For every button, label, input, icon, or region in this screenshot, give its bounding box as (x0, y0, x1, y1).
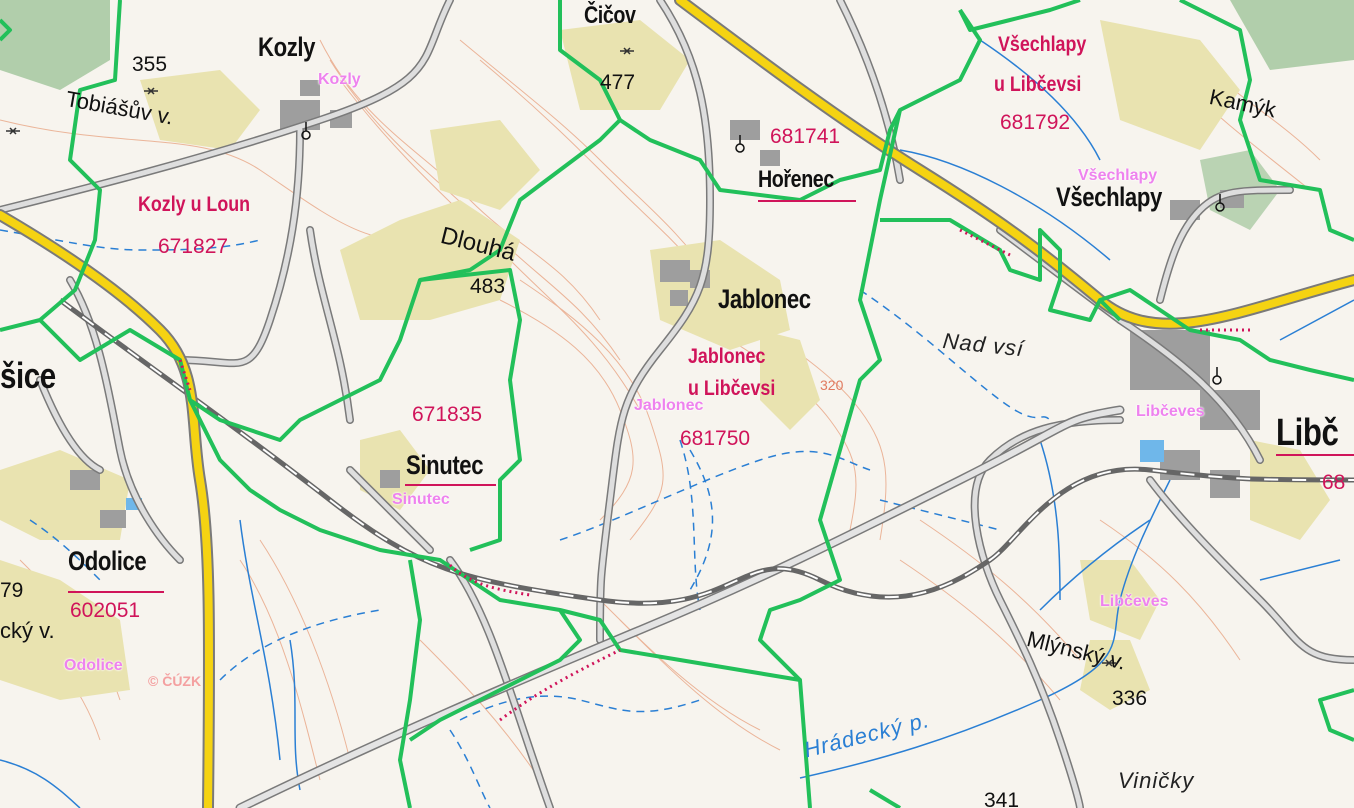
contour-elevation-label: 320 (820, 377, 844, 393)
settlement-label-vsechlapy: Všechlapy (1056, 182, 1162, 212)
overlay-label-vsechlapy: Všechlapy (1078, 167, 1158, 184)
cadastral-code-horenec: 681741 (770, 125, 841, 148)
hill-elevation-tobias: 355 (132, 53, 168, 76)
railway (58, 297, 1354, 606)
cadastral-name-kozly-u-loun: Kozly u Loun (138, 193, 251, 216)
settlement-label-kozly: Kozly (258, 32, 316, 62)
water-features (0, 39, 1354, 808)
settlement-label-jablonec: Jablonec (718, 284, 811, 314)
settlement-label-cicov: Čičov (584, 2, 636, 29)
cadastral-code-odolice: 602051 (70, 599, 141, 622)
overlay-label-libceves-south: Libčeves (1100, 593, 1169, 610)
settlement-underlines (68, 200, 1354, 593)
settlement-label-libceves: Libč (1276, 412, 1339, 454)
settlement-label-odolice: Odolice (68, 546, 147, 576)
main-road-diagonal (235, 405, 1125, 808)
cadastral-name-jablonec-line1: Jablonec (688, 345, 766, 368)
hill-elevation-mlynsky: 336 (1112, 687, 1148, 710)
cadastral-name-vsechlapy-line2: u Libčevsi (994, 73, 1082, 96)
hill-name-left-edge: cký v. (0, 618, 55, 643)
overlay-label-sinutec: Sinutec (392, 491, 450, 508)
summit-markers (6, 47, 1116, 667)
hill-elevation-left-edge: 79 (0, 579, 24, 602)
cadastral-code-vsechlapy: 681792 (1000, 111, 1071, 134)
settlement-label-sice: šice (0, 355, 56, 396)
cadastral-code-libceves: 68 (1322, 471, 1346, 494)
cadastral-name-vsechlapy-line1: Všechlapy (998, 33, 1087, 56)
protected-zone-markings (178, 228, 1250, 722)
settlement-label-sinutec: Sinutec (406, 450, 484, 480)
hill-elevation-cicov: 477 (600, 71, 636, 94)
cadastral-code-sinutec: 671835 (412, 403, 483, 426)
settlement-label-horenec: Hořenec (758, 166, 834, 193)
hill-name-vinicky: Viničky (1118, 768, 1195, 793)
overlay-label-odolice: Odolice (64, 657, 123, 674)
overlay-label-kozly: Kozly (318, 71, 361, 88)
hill-elevation-dlouha: 483 (470, 275, 506, 298)
cadastral-code-jablonec: 681750 (680, 427, 751, 450)
overlay-label-libceves-center: Libčeves (1136, 403, 1205, 420)
cadastral-name-jablonec-line2: u Libčevsi (688, 377, 776, 400)
cadastral-code-kozly-u-loun: 671827 (158, 235, 229, 258)
copyright-text: © ČÚZK (148, 673, 202, 689)
hill-elevation-vinicky: 341 (984, 789, 1020, 808)
overlay-label-jablonec: Jablonec (634, 397, 704, 414)
church-markers (301, 122, 1225, 385)
